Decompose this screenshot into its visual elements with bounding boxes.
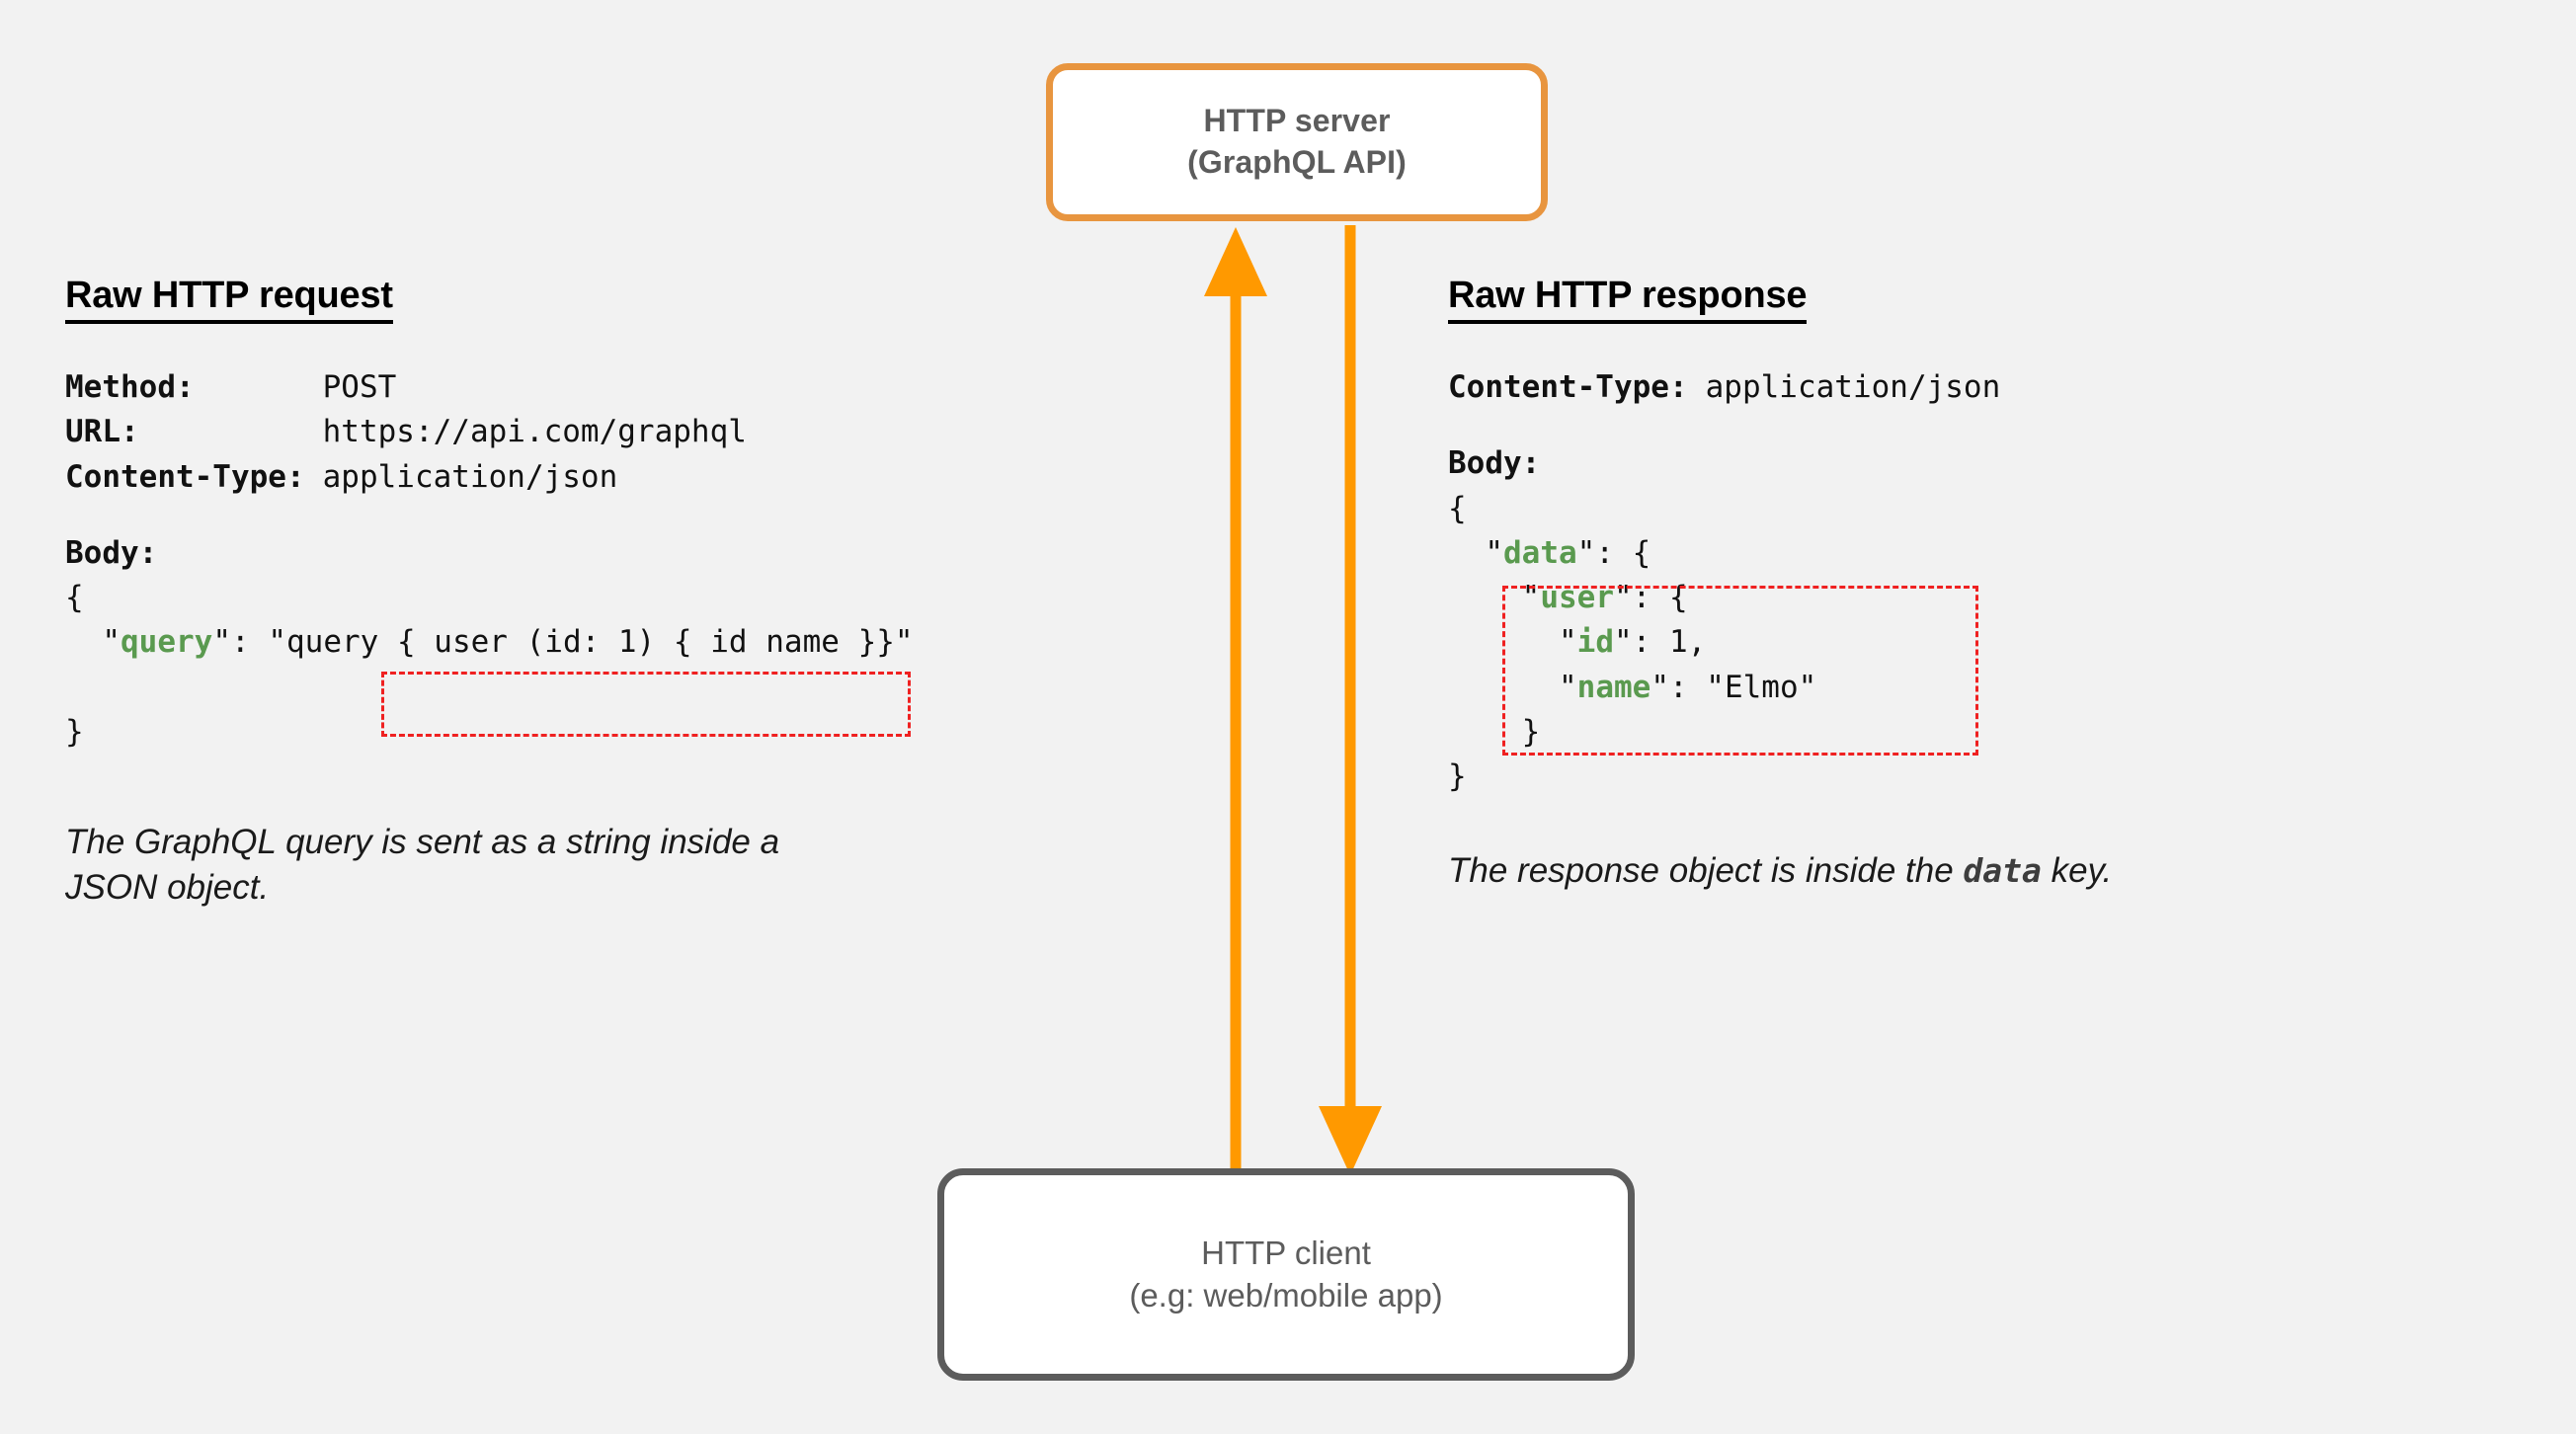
request-body-label: Body: xyxy=(65,534,158,571)
response-data-key: data xyxy=(1503,534,1577,571)
response-name-indent xyxy=(1448,670,1559,705)
table-row: Content-Type: application/json xyxy=(1448,365,2000,410)
request-header-label-url: URL: xyxy=(65,414,139,450)
request-body-indent xyxy=(65,624,102,660)
request-heading: Raw HTTP request xyxy=(65,275,393,324)
response-user-key: user xyxy=(1540,580,1614,615)
response-id-key: id xyxy=(1576,624,1614,661)
request-body-code: { "query": "query { user (id: 1) { id na… xyxy=(65,576,914,755)
response-user-close: } xyxy=(1448,713,1541,750)
raw-http-request-panel: Raw HTTP request Method: POST URL: https… xyxy=(65,275,1181,911)
request-header-value-url: https://api.com/graphql xyxy=(322,414,747,450)
response-header-value-content-type: application/json xyxy=(1705,369,2001,405)
server-title-line2: (GraphQL API) xyxy=(1187,144,1407,180)
request-arrow-client-to-server xyxy=(1204,227,1267,1175)
response-data-quote: " xyxy=(1485,534,1503,571)
table-row: URL: https://api.com/graphql xyxy=(65,410,747,454)
response-body-code-wrap: { "data": { "user": { "id": 1, "name": "… xyxy=(1448,487,1978,800)
response-id-value: ": 1, xyxy=(1613,624,1707,661)
request-heading-wrap: Raw HTTP request xyxy=(65,275,1181,324)
response-body-open-brace: { xyxy=(1448,490,1467,526)
request-header-value-content-type: application/json xyxy=(322,458,618,495)
response-caption: The response object is inside the data k… xyxy=(1448,848,2218,894)
server-title-line1: HTTP server xyxy=(1203,103,1391,139)
http-server-node[interactable]: HTTP server (GraphQL API) xyxy=(1046,63,1548,221)
response-id-quote: " xyxy=(1558,624,1577,661)
request-header-value-method: POST xyxy=(322,369,397,405)
response-body-close-brace: } xyxy=(1448,758,1467,794)
response-heading-wrap: Raw HTTP response xyxy=(1448,275,2515,324)
client-title-line1: HTTP client xyxy=(1201,1234,1371,1271)
response-body-code: { "data": { "user": { "id": 1, "name": "… xyxy=(1448,487,1816,800)
table-row: Method: POST xyxy=(65,365,747,410)
request-headers-table: Method: POST URL: https://api.com/graphq… xyxy=(65,365,747,500)
response-arrow-server-to-client xyxy=(1319,225,1382,1175)
request-body-open-brace: { xyxy=(65,580,84,615)
request-body-close-brace: } xyxy=(65,713,84,750)
response-heading: Raw HTTP response xyxy=(1448,275,1808,324)
response-name-quote: " xyxy=(1558,669,1577,705)
request-header-label-content-type: Content-Type: xyxy=(65,458,305,495)
http-client-node[interactable]: HTTP client (e.g: web/mobile app) xyxy=(937,1168,1635,1381)
table-row: Content-Type: application/json xyxy=(65,455,747,500)
response-data-open: ": { xyxy=(1576,534,1651,571)
request-body-value: "query { user (id: 1) { id name }}" xyxy=(268,624,914,661)
response-name-key: name xyxy=(1576,669,1651,705)
response-name-value: ": "Elmo" xyxy=(1650,669,1817,705)
request-caption: The GraphQL query is sent as a string in… xyxy=(65,823,780,908)
request-body-key-quote-open: " xyxy=(102,624,121,661)
client-title-line2: (e.g: web/mobile app) xyxy=(1129,1276,1443,1314)
response-header-label-content-type: Content-Type: xyxy=(1448,369,1688,405)
response-data-indent xyxy=(1448,535,1485,571)
request-body-code-wrap: { "query": "query { user (id: 1) { id na… xyxy=(65,576,914,755)
response-user-open: ": { xyxy=(1613,580,1688,615)
response-id-indent xyxy=(1448,624,1559,660)
response-body-label: Body: xyxy=(1448,445,1541,482)
response-user-indent xyxy=(1448,580,1522,615)
response-caption-after: key. xyxy=(2041,851,2113,891)
response-headers-table: Content-Type: application/json xyxy=(1448,365,2000,410)
raw-http-response-panel: Raw HTTP response Content-Type: applicat… xyxy=(1448,275,2515,894)
response-caption-mono-data: data xyxy=(1963,851,2042,891)
response-user-quote: " xyxy=(1521,580,1541,615)
request-body-key-quote-close: ": xyxy=(212,624,250,661)
response-caption-before: The response object is inside the xyxy=(1448,851,1964,891)
request-header-label-method: Method: xyxy=(65,369,195,405)
request-body-key: query xyxy=(121,624,213,661)
